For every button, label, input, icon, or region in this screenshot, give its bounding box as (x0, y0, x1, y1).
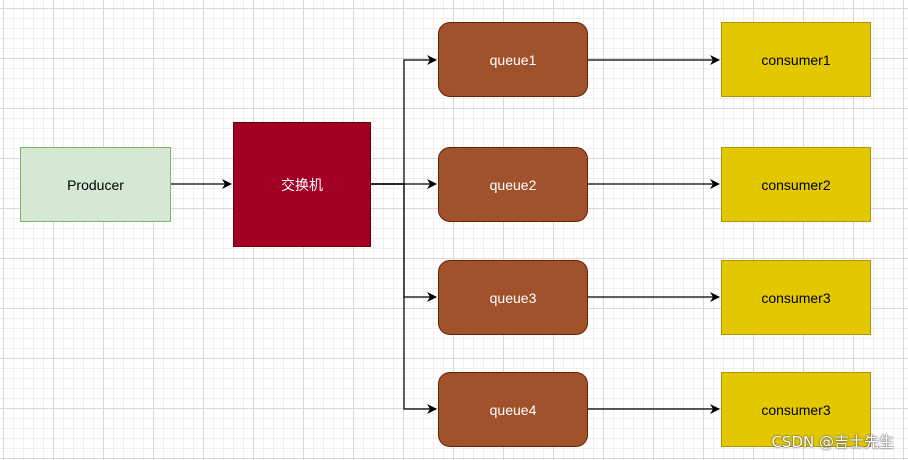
consumer2-node[interactable]: consumer2 (721, 147, 871, 222)
queue3-node[interactable]: queue3 (438, 260, 588, 335)
producer-node[interactable]: Producer (20, 147, 171, 222)
queue3-label: queue3 (489, 289, 537, 306)
queue4-label: queue4 (489, 401, 537, 418)
edge-exchange-queue4 (371, 183, 437, 414)
producer-label: Producer (67, 176, 124, 193)
consumer4-node[interactable]: consumer3 (721, 372, 871, 447)
consumer1-label: consumer1 (761, 51, 831, 68)
queue2-label: queue2 (489, 176, 537, 193)
watermark-text: CSDN @吉士先生 (771, 433, 894, 451)
consumer2-label: consumer2 (761, 176, 831, 193)
consumer3-node[interactable]: consumer3 (721, 260, 871, 335)
queue4-node[interactable]: queue4 (438, 372, 588, 447)
exchange-label: 交换机 (281, 176, 323, 193)
edge-exchange-queue1 (371, 55, 437, 185)
consumer4-label: consumer3 (761, 401, 831, 418)
queue2-node[interactable]: queue2 (438, 147, 588, 222)
queue1-node[interactable]: queue1 (438, 22, 588, 97)
consumer1-node[interactable]: consumer1 (721, 22, 871, 97)
consumer3-label: consumer3 (761, 289, 831, 306)
queue1-label: queue1 (489, 51, 537, 68)
exchange-node[interactable]: 交换机 (233, 122, 371, 247)
